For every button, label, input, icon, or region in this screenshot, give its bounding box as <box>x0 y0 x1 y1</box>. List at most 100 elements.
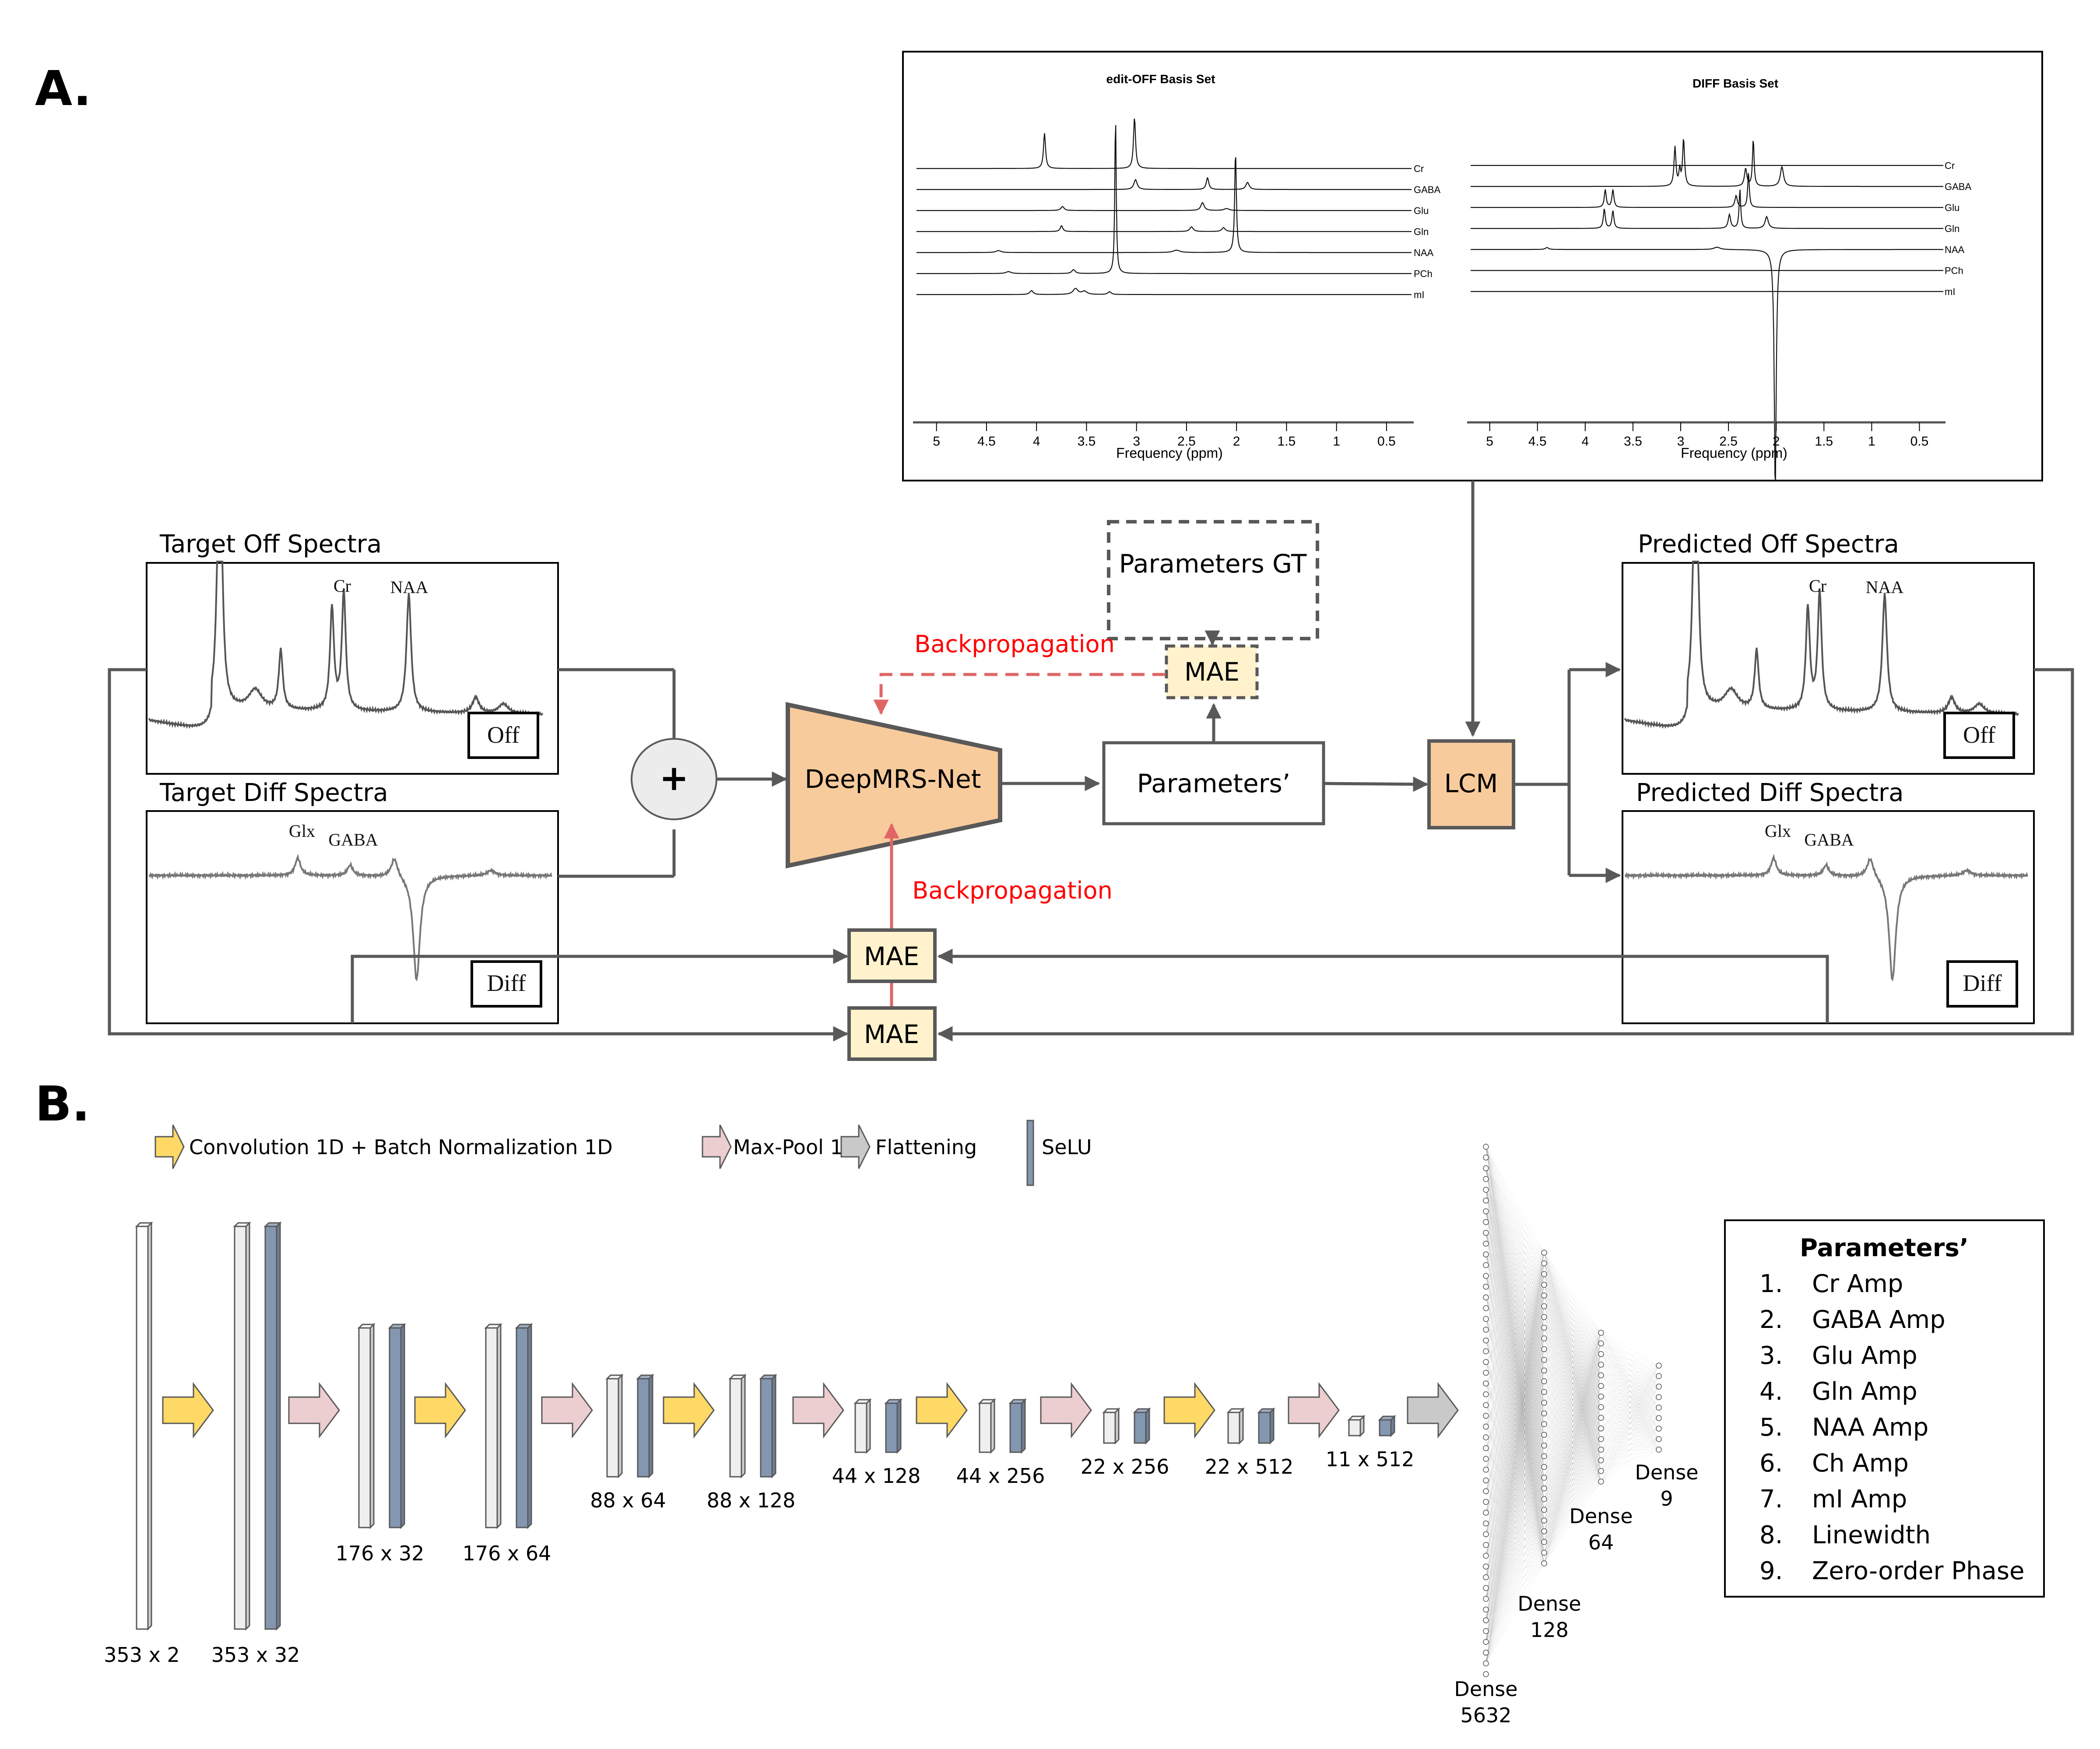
selu-block <box>636 1373 654 1479</box>
mae-diff-block[interactable]: MAE <box>847 928 937 983</box>
parameter-item-label: Gln Amp <box>1812 1377 1917 1406</box>
neuron <box>1483 1585 1489 1591</box>
basis-label-cr: Cr <box>1945 160 1955 171</box>
conv-arrow-icon <box>1163 1382 1215 1439</box>
basis-trace-naa <box>1471 246 1943 482</box>
predicted-diff-title: Predicted Diff Spectra <box>1636 779 1903 807</box>
neuron <box>1483 1434 1489 1440</box>
neuron <box>1483 1251 1489 1257</box>
neuron <box>1483 1337 1489 1344</box>
stage-dimension-label: 44 x 128 <box>832 1464 921 1488</box>
neuron <box>1541 1324 1547 1331</box>
pool-arrow-icon <box>702 1124 732 1169</box>
predicted-diff-badge: Diff <box>1963 970 2002 996</box>
axis-tick-label: 4 <box>1581 434 1589 449</box>
basis-label-gaba: GABA <box>1945 181 1971 192</box>
predicted-off-title: Predicted Off Spectra <box>1638 530 1899 558</box>
basis-label-gln: Gln <box>1945 223 1960 234</box>
neuron <box>1483 1262 1489 1268</box>
neuron <box>1541 1410 1547 1416</box>
mae-off-block[interactable]: MAE <box>847 1006 937 1061</box>
neuron <box>1483 1617 1489 1623</box>
neuron <box>1656 1415 1662 1421</box>
neuron <box>1483 1477 1489 1484</box>
dense-layer-label: Dense <box>1635 1461 1698 1484</box>
basis-trace-gaba <box>1471 139 1943 187</box>
neuron <box>1598 1404 1604 1410</box>
neuron <box>1598 1340 1604 1347</box>
parameter-item-number: 3. <box>1759 1342 1783 1370</box>
target-diff-title: Target Diff Spectra <box>159 779 388 807</box>
neuron <box>1483 1660 1489 1667</box>
neuron <box>1483 1499 1489 1505</box>
feature-block <box>853 1398 872 1454</box>
neuron <box>1656 1426 1662 1432</box>
neuron <box>1656 1373 1662 1379</box>
legend: Convolution 1D + Batch Normalization 1D … <box>155 1120 1092 1186</box>
neuron <box>1541 1378 1547 1384</box>
basis-trace-pch <box>917 125 1412 274</box>
feature-block <box>978 1398 996 1454</box>
conv-arrow-icon <box>663 1382 715 1439</box>
neuron <box>1541 1475 1547 1481</box>
selu-block <box>1008 1398 1027 1454</box>
neuron <box>1483 1488 1489 1494</box>
parameters-gt-label: Parameters GT <box>1119 549 1307 579</box>
target-diff-peak-gaba: GABA <box>328 830 378 850</box>
neuron <box>1541 1400 1547 1406</box>
dense-layer-units: 64 <box>1588 1531 1614 1554</box>
parameter-item-label: Cr Amp <box>1812 1270 1903 1298</box>
target-diff-trace <box>148 853 552 982</box>
axis-tick-label: 4.5 <box>977 434 996 449</box>
neuron <box>1483 1520 1489 1527</box>
neuron <box>1483 1316 1489 1322</box>
neuron <box>1483 1456 1489 1462</box>
predicted-diff-peak-glx: Glx <box>1765 821 1791 841</box>
neuron <box>1541 1346 1547 1352</box>
basis-label-gaba: GABA <box>1414 184 1440 195</box>
predicted-off-spectrum: Cr NAA Off <box>1622 561 2035 775</box>
predicted-diff-peak-gaba: GABA <box>1804 830 1854 850</box>
basis-trace-mi <box>917 288 1412 295</box>
selu-block <box>759 1373 777 1479</box>
feature-block <box>728 1373 747 1479</box>
neuron <box>1598 1415 1604 1421</box>
target-diff-badge: Diff <box>487 970 526 996</box>
axis-tick-label: 0.5 <box>1910 434 1929 449</box>
selu-block <box>515 1323 533 1529</box>
basis-trace-glu <box>917 202 1412 211</box>
parameter-item-number: 1. <box>1759 1270 1783 1298</box>
dense-layer-label: Dense <box>1569 1504 1633 1528</box>
neuron <box>1541 1560 1547 1566</box>
neuron <box>1656 1394 1662 1400</box>
parameter-item-label: Linewidth <box>1812 1521 1931 1549</box>
predicted-off-badge: Off <box>1963 722 1995 748</box>
axis-tick-label: 3 <box>1133 434 1140 449</box>
parameter-item-number: 6. <box>1759 1449 1783 1478</box>
mae-parameters-block[interactable]: MAE <box>1165 644 1259 699</box>
neuron <box>1541 1367 1547 1374</box>
axis-tick-label: 1 <box>1333 434 1340 449</box>
legend-flatten-label: Flattening <box>875 1135 977 1159</box>
neuron <box>1541 1464 1547 1470</box>
basis-label-glu: Glu <box>1414 205 1429 216</box>
axis-tick-label: 0.5 <box>1377 434 1396 449</box>
backprop-lower-label: Backpropagation <box>912 877 1113 904</box>
neuron <box>1598 1479 1604 1485</box>
backprop-upper: Backpropagation <box>873 630 1166 715</box>
deepmrs-net-block[interactable]: DeepMRS-Net <box>786 702 1002 869</box>
network-label: DeepMRS-Net <box>805 764 981 794</box>
parameter-item-label: Glu Amp <box>1812 1342 1917 1370</box>
parameters-gt-block[interactable]: Parameters GT <box>1107 520 1319 640</box>
panel-a-label: A. <box>35 60 91 116</box>
lcm-block[interactable]: LCM <box>1427 739 1515 829</box>
target-diff-peak-glx: Glx <box>289 821 315 841</box>
feature-block <box>357 1323 376 1529</box>
neuron <box>1541 1528 1547 1535</box>
neuron <box>1483 1542 1489 1548</box>
axis-tick-label: 2 <box>1773 434 1780 449</box>
parameters-predicted-block[interactable]: Parameters’ <box>1102 741 1325 825</box>
basis-trace-cr <box>917 118 1412 169</box>
